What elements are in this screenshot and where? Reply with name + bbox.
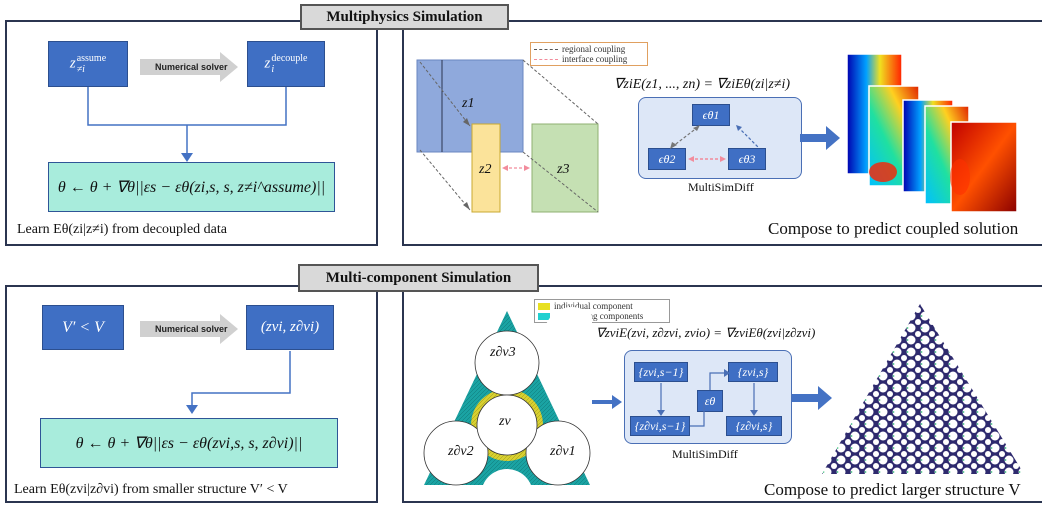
z-center-label: zv — [499, 414, 511, 429]
assume-box-sub: ≠i — [76, 64, 85, 75]
top-training-formula: θ ← θ + ∇θ||εs − εθ(zi,s, s, z≠i^assume)… — [48, 162, 335, 212]
bottom-left-caption: Learn Eθ(zvi|z∂vi) from smaller structur… — [14, 482, 288, 497]
top-energy-equation: ∇ziE(z1, ..., zn) = ∇ziEθ(zi|z≠i) — [614, 77, 791, 92]
multisimdiff-bottom-label: MultiSimDiff — [672, 447, 738, 461]
bottom-compose-arrow — [792, 386, 832, 410]
z2-region — [471, 123, 501, 213]
bottom-energy-equation: ∇zviE(zvi, z∂zvi, zvio) = ∇zviEθ(zvi|z∂z… — [596, 325, 816, 340]
top-right-caption: Compose to predict coupled solution — [768, 219, 1019, 238]
z2-label: z2 — [479, 162, 492, 177]
top-left-caption: Learn Eθ(zi|z≠i) from decoupled data — [17, 222, 227, 237]
z-vis-box: {zvi,s} — [728, 362, 778, 382]
multicomponent-compose-panel — [402, 285, 1042, 503]
coupling-domains-diagram — [416, 59, 599, 213]
eps-interaction-arrows — [670, 125, 759, 162]
decouple-box-sub: i — [271, 64, 275, 75]
legend-individual: individual component — [538, 301, 666, 311]
legend-surrounding-label: surrounding components — [554, 311, 644, 321]
assume-box-main: z — [69, 55, 76, 72]
decouple-box-sup: decouple — [271, 53, 308, 64]
legend-regional-label: regional coupling — [562, 44, 626, 54]
component-mesh-diagram — [422, 307, 592, 495]
multiphysics-learning-panel — [5, 20, 378, 246]
eps1-box: ϵθ1 — [692, 104, 730, 126]
z-dvis-1-box: {z∂vi,s−1} — [630, 416, 690, 436]
top-formula-text: θ ← θ + ∇θ||εs − εθ(zi,s, s, z≠i^assume)… — [57, 179, 326, 196]
legend-individual-label: individual component — [554, 301, 633, 311]
multisimdiff-top-label: MultiSimDiff — [688, 180, 754, 194]
legend-interface-label: interface coupling — [562, 54, 628, 64]
v-prime-box: V′ < V — [42, 305, 124, 350]
numerical-solver-label-top: Numerical solver — [155, 62, 228, 72]
bottom-formula-text: θ ← θ + ∇θ||εs − εθ(zvi,s, s, z∂vi)|| — [75, 435, 303, 452]
numerical-solver-arrow-top — [140, 52, 238, 82]
z-left-label: z∂v2 — [448, 444, 474, 459]
z1-region — [416, 59, 524, 153]
coupling-legend: regional coupling interface coupling — [530, 42, 648, 66]
coupled-solution-fields — [846, 53, 1018, 213]
z3-region — [531, 123, 599, 213]
bottom-input-arrow — [592, 395, 622, 409]
bottom-training-formula: θ ← θ + ∇θ||εs − εθ(zvi,s, s, z∂vi)|| — [40, 418, 338, 468]
eps3-box: ϵθ3 — [728, 148, 766, 170]
z-pair-box: (zvi, z∂vi) — [246, 305, 334, 350]
larger-structure-lattice — [822, 304, 1024, 474]
numerical-solver-arrow-bottom — [140, 314, 238, 344]
assume-box-sup: assume — [76, 53, 107, 64]
top-left-connector — [87, 87, 287, 162]
bottom-left-connector — [186, 351, 291, 414]
multicomponent-learning-panel — [5, 285, 378, 503]
z-top-label: z∂v3 — [490, 345, 516, 360]
bottom-right-caption: Compose to predict larger structure V — [764, 480, 1021, 499]
z-dvis-box: {z∂vi,s} — [726, 416, 782, 436]
legend-surrounding: surrounding components — [538, 311, 666, 321]
multiphysics-section-title: Multiphysics Simulation — [300, 4, 509, 30]
legend-regional: regional coupling — [534, 44, 644, 54]
decouple-box-main: z — [264, 55, 271, 72]
eps2-box: ϵθ2 — [648, 148, 686, 170]
numerical-solver-label-bottom: Numerical solver — [155, 324, 228, 334]
top-compose-arrow — [800, 126, 840, 150]
z3-label: z3 — [557, 162, 570, 177]
multiphysics-compose-panel — [402, 20, 1042, 246]
legend-interface: interface coupling — [534, 54, 644, 64]
multicomponent-section-title: Multi-component Simulation — [298, 264, 539, 292]
z1-label: z1 — [462, 96, 475, 111]
z-vis-1-box: {zvi,s−1} — [634, 362, 688, 382]
z-right-label: z∂v1 — [550, 444, 576, 459]
bottom-model-arrows — [657, 369, 758, 427]
